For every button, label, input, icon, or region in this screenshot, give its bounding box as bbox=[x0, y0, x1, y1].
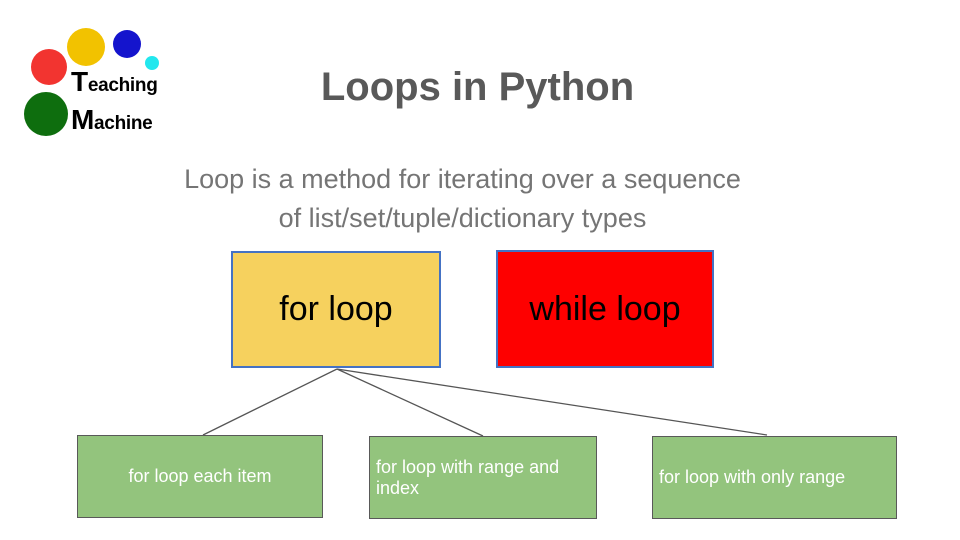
subtitle-line-2: of list/set/tuple/dictionary types bbox=[278, 203, 647, 233]
logo-word-machine-rest: achine bbox=[94, 113, 153, 134]
connector-to-branch-3 bbox=[336, 368, 768, 436]
branch-box-range-and-index: for loop with range and index bbox=[369, 436, 597, 519]
branch-label-line: for loop with only range bbox=[659, 467, 846, 487]
subtitle-line-1: Loop is a method for iterating over a se… bbox=[184, 164, 741, 194]
while-loop-box-label: while loop bbox=[529, 289, 681, 328]
branch-label-line: index bbox=[376, 477, 420, 498]
for-loop-box: for loop bbox=[231, 251, 441, 368]
while-loop-box: while loop bbox=[496, 250, 714, 368]
logo-circle-blue-icon bbox=[113, 30, 141, 58]
logo-circle-yellow-icon bbox=[67, 28, 105, 66]
branch-label-line: for loop each item bbox=[128, 466, 272, 486]
logo-word-machine-initial: M bbox=[71, 104, 95, 135]
logo-word-machine: Machine bbox=[71, 104, 153, 136]
subtitle: Loop is a method for iterating over a se… bbox=[0, 160, 925, 238]
logo-word-teaching-initial: T bbox=[71, 66, 88, 97]
logo-word-teaching: Teaching bbox=[71, 66, 158, 98]
connector-to-branch-2 bbox=[336, 368, 484, 437]
connector-to-branch-1 bbox=[202, 368, 338, 436]
page-title: Loops in Python bbox=[320, 65, 635, 109]
logo-circle-green-icon bbox=[24, 92, 68, 136]
logo-circle-red-icon bbox=[31, 49, 67, 85]
branch-label-line: for loop with range and bbox=[376, 456, 560, 477]
branch-box-only-range: for loop with only range bbox=[652, 436, 897, 519]
branch-box-for-each-item: for loop each item bbox=[77, 435, 323, 518]
logo-circle-cyan-icon bbox=[145, 56, 159, 70]
logo-word-teaching-rest: eaching bbox=[87, 75, 158, 96]
teaching-machine-logo: Teaching Machine bbox=[0, 0, 200, 150]
for-loop-box-label: for loop bbox=[279, 290, 393, 328]
